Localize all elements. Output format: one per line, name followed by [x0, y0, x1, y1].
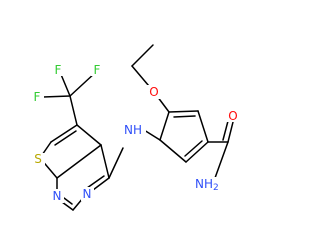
bond-c-n-amide [214, 141, 229, 179]
bond-c-f3 [42, 95, 71, 98]
bond-c2-n1-double [63, 197, 73, 205]
atom-labels: F F F O NH S N N O NH2 [31, 62, 240, 203]
bond-cf3-thiophene [69, 95, 78, 126]
atom-nh-link-h: H [133, 123, 142, 137]
bond-benzene-c4-c5-double [184, 140, 203, 157]
bond-c2-n1 [61, 201, 74, 211]
atom-nh2: NH2 [195, 177, 219, 193]
bond-thiophene-c3a-c3 [76, 124, 102, 146]
atom-f1: F [55, 63, 62, 77]
bond-c3a-c4 [100, 144, 110, 179]
atom-s1: S [34, 152, 42, 166]
bond-c-o-amide [227, 121, 234, 143]
atom-nh2-subscript: 2 [213, 183, 219, 193]
atom-nh-link-n: N [124, 123, 133, 137]
atom-nh-link: NH [124, 123, 142, 137]
atom-o-amide: O [228, 109, 237, 123]
atom-o-ether: O [149, 85, 158, 99]
bond-benzene-c4-c5 [185, 141, 209, 163]
bond-thiophene-c3-c2-double [54, 130, 77, 146]
bond-c4-n3-double [86, 175, 105, 189]
bond-benzene-c2-c3 [168, 110, 199, 113]
bond-benzene-c5-c6 [159, 139, 187, 163]
bond-benzene-c1-c2 [159, 111, 170, 141]
atom-nh2-nh: NH [195, 177, 213, 191]
bond-nh-benzene [143, 129, 161, 141]
bond-benzene-c3-c4 [197, 110, 209, 143]
atom-n-pyr2: N [53, 189, 62, 203]
atom-f2: F [94, 63, 101, 77]
chemical-structure: F F F O NH S N N O NH2 [31, 44, 240, 211]
bond-ch2-ch3 [131, 44, 154, 67]
bond-c3a-c7a [56, 144, 102, 179]
bonds [39, 44, 234, 211]
bond-thiophene-c3-c2 [50, 124, 78, 143]
bond-benzene-c2-c3-double [173, 115, 196, 118]
bond-c-o-amide-double [222, 120, 229, 141]
atom-f3: F [34, 90, 41, 104]
atom-n-pyr1: N [83, 187, 92, 201]
bond-c4-nh [108, 147, 124, 179]
